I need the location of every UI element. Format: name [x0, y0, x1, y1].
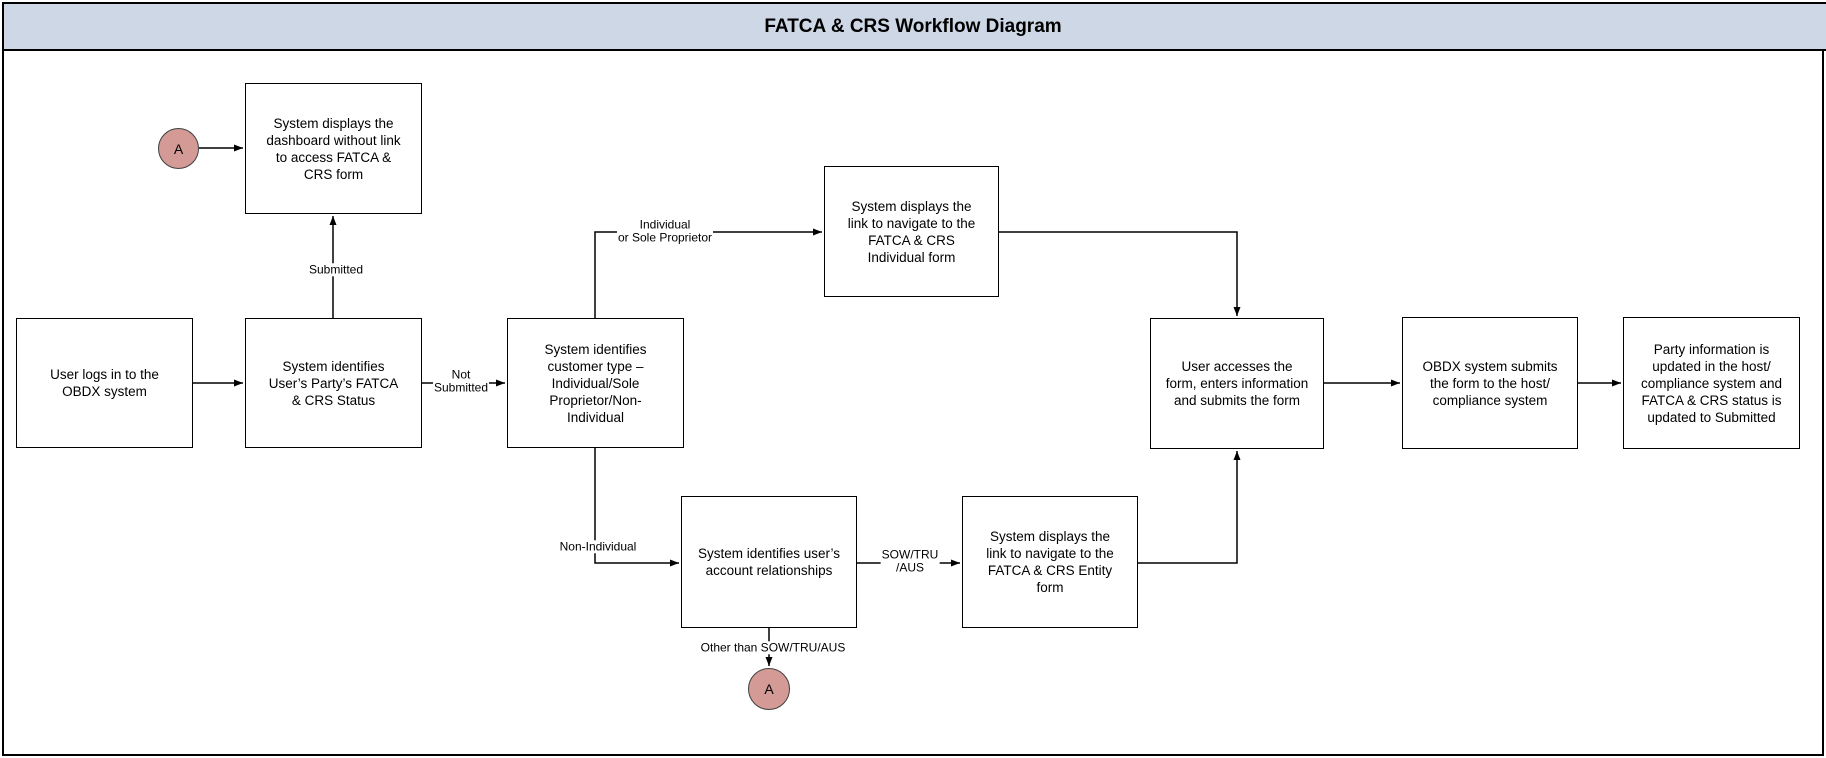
node-user-login: User logs in to the OBDX system	[16, 318, 193, 448]
edge-customer-type-to-account-rel	[594, 448, 679, 567]
diagram-title-bar: FATCA & CRS Workflow Diagram	[2, 2, 1826, 51]
node-user-submits-form: User accesses the form, enters informati…	[1150, 318, 1324, 449]
connector-a-bottom: A	[748, 668, 790, 710]
node-individual-form-link: System displays the link to navigate to …	[824, 166, 999, 297]
edge-label-not-submitted: Not Submitted	[432, 367, 490, 396]
page-title: FATCA & CRS Workflow Diagram	[764, 15, 1062, 37]
edge-customer-type-to-individual-link	[594, 228, 822, 318]
edge-label-submitted: Submitted	[307, 262, 365, 277]
node-party-updated: Party information is updated in the host…	[1623, 317, 1800, 449]
connector-a-top: A	[158, 128, 199, 169]
edge-label-sow-tru-aus: SOW/TRU /AUS	[880, 547, 940, 576]
edge-label-non-individual: Non-Individual	[558, 539, 638, 554]
edge-label-other-than-sow-tru-aus: Other than SOW/TRU/AUS	[699, 640, 847, 655]
edge-individual-link-to-access	[999, 231, 1241, 316]
node-entity-form-link: System displays the link to navigate to …	[962, 496, 1138, 628]
node-identify-customer-type: System identifies customer type – Indivi…	[507, 318, 684, 448]
node-identify-status: System identifies User’s Party’s FATCA &…	[245, 318, 422, 448]
node-obdx-submits: OBDX system submits the form to the host…	[1402, 317, 1578, 449]
edge-label-individual-or-sole-proprietor: Individual or Sole Proprietor	[616, 217, 714, 246]
edge-entity-link-to-access	[1138, 451, 1241, 564]
node-dashboard-no-link: System displays the dashboard without li…	[245, 83, 422, 214]
node-account-relationships: System identifies user’s account relatio…	[681, 496, 857, 628]
